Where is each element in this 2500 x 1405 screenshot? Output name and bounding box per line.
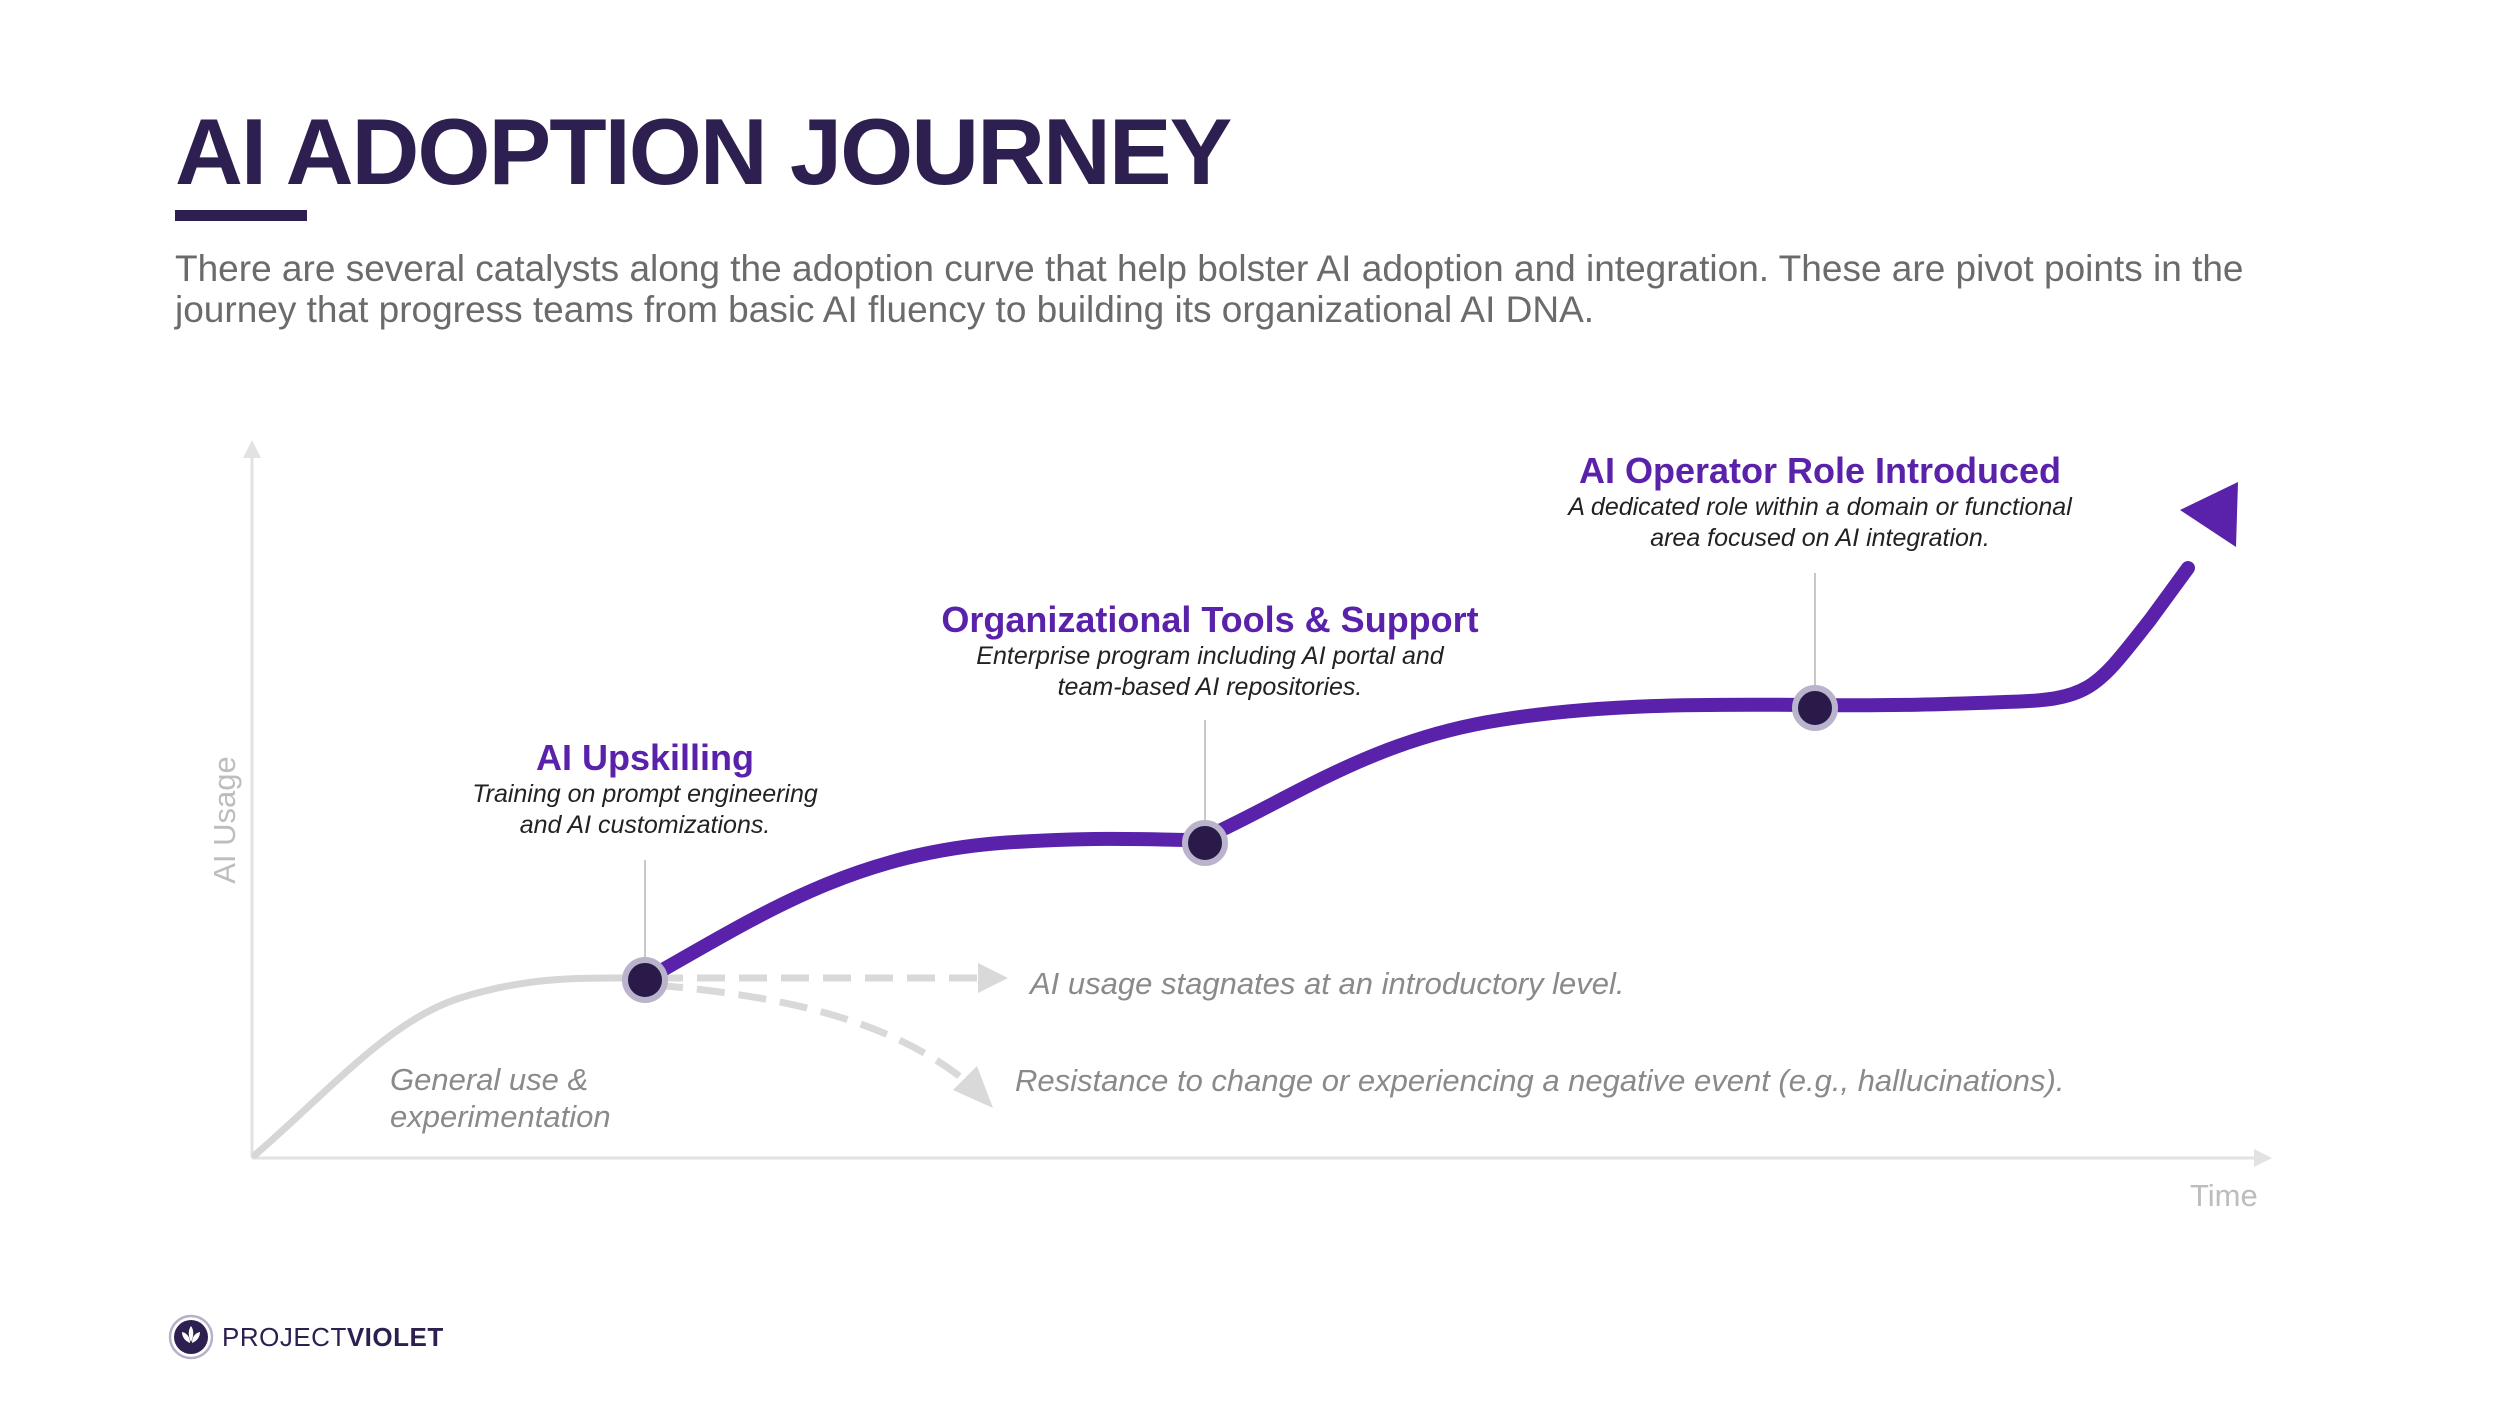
y-axis-label: AI Usage <box>207 756 242 884</box>
y-axis-arrowhead <box>243 440 261 458</box>
brand-name-light: PROJECT <box>222 1321 347 1352</box>
page-title: AI ADOPTION JOURNEY <box>175 99 1232 204</box>
milestone-title: AI Upskilling <box>535 737 755 778</box>
title-underline <box>175 210 307 221</box>
brand-name: PROJECTVIOLET <box>222 1322 444 1353</box>
brand-footer: PROJECTVIOLET <box>168 1314 444 1360</box>
milestone-description: A dedicated role within a domain or func… <box>1568 493 2072 552</box>
resistance-arrowhead <box>953 1066 993 1108</box>
baseline-curve <box>251 974 649 1159</box>
resistance-dashed-line <box>654 981 965 1081</box>
adoption-curve <box>638 561 2195 987</box>
lotus-logo-icon <box>168 1314 214 1360</box>
milestone-operator: AI Operator Role Introduced A dedicated … <box>1520 450 2120 554</box>
adoption-curve-arrowhead <box>2180 482 2238 547</box>
milestone-node-operator <box>1792 685 1838 731</box>
stagnation-note: AI usage stagnates at an introductory le… <box>1030 966 1625 1001</box>
milestone-node-tools <box>1182 820 1228 866</box>
milestone-description: Training on prompt engineering and AI cu… <box>472 780 818 839</box>
intro-text: There are several catalysts along the ad… <box>175 248 2244 330</box>
brand-name-bold: VIOLET <box>346 1321 444 1352</box>
milestone-node-upskilling <box>622 957 668 1003</box>
x-axis-arrowhead <box>2254 1149 2272 1167</box>
milestone-title: AI Operator Role Introduced <box>1578 450 2062 491</box>
milestone-tools: Organizational Tools & Support Enterpris… <box>910 599 1510 703</box>
milestone-description: Enterprise program including AI portal a… <box>976 642 1444 701</box>
resistance-note: Resistance to change or experiencing a n… <box>1015 1063 2065 1098</box>
x-axis-label: Time <box>2190 1178 2258 1213</box>
milestone-upskilling: AI Upskilling Training on prompt enginee… <box>445 737 845 841</box>
stagnation-arrowhead <box>978 963 1008 993</box>
milestone-title: Organizational Tools & Support <box>941 599 1479 640</box>
baseline-note: General use & experimentation <box>390 1062 611 1134</box>
